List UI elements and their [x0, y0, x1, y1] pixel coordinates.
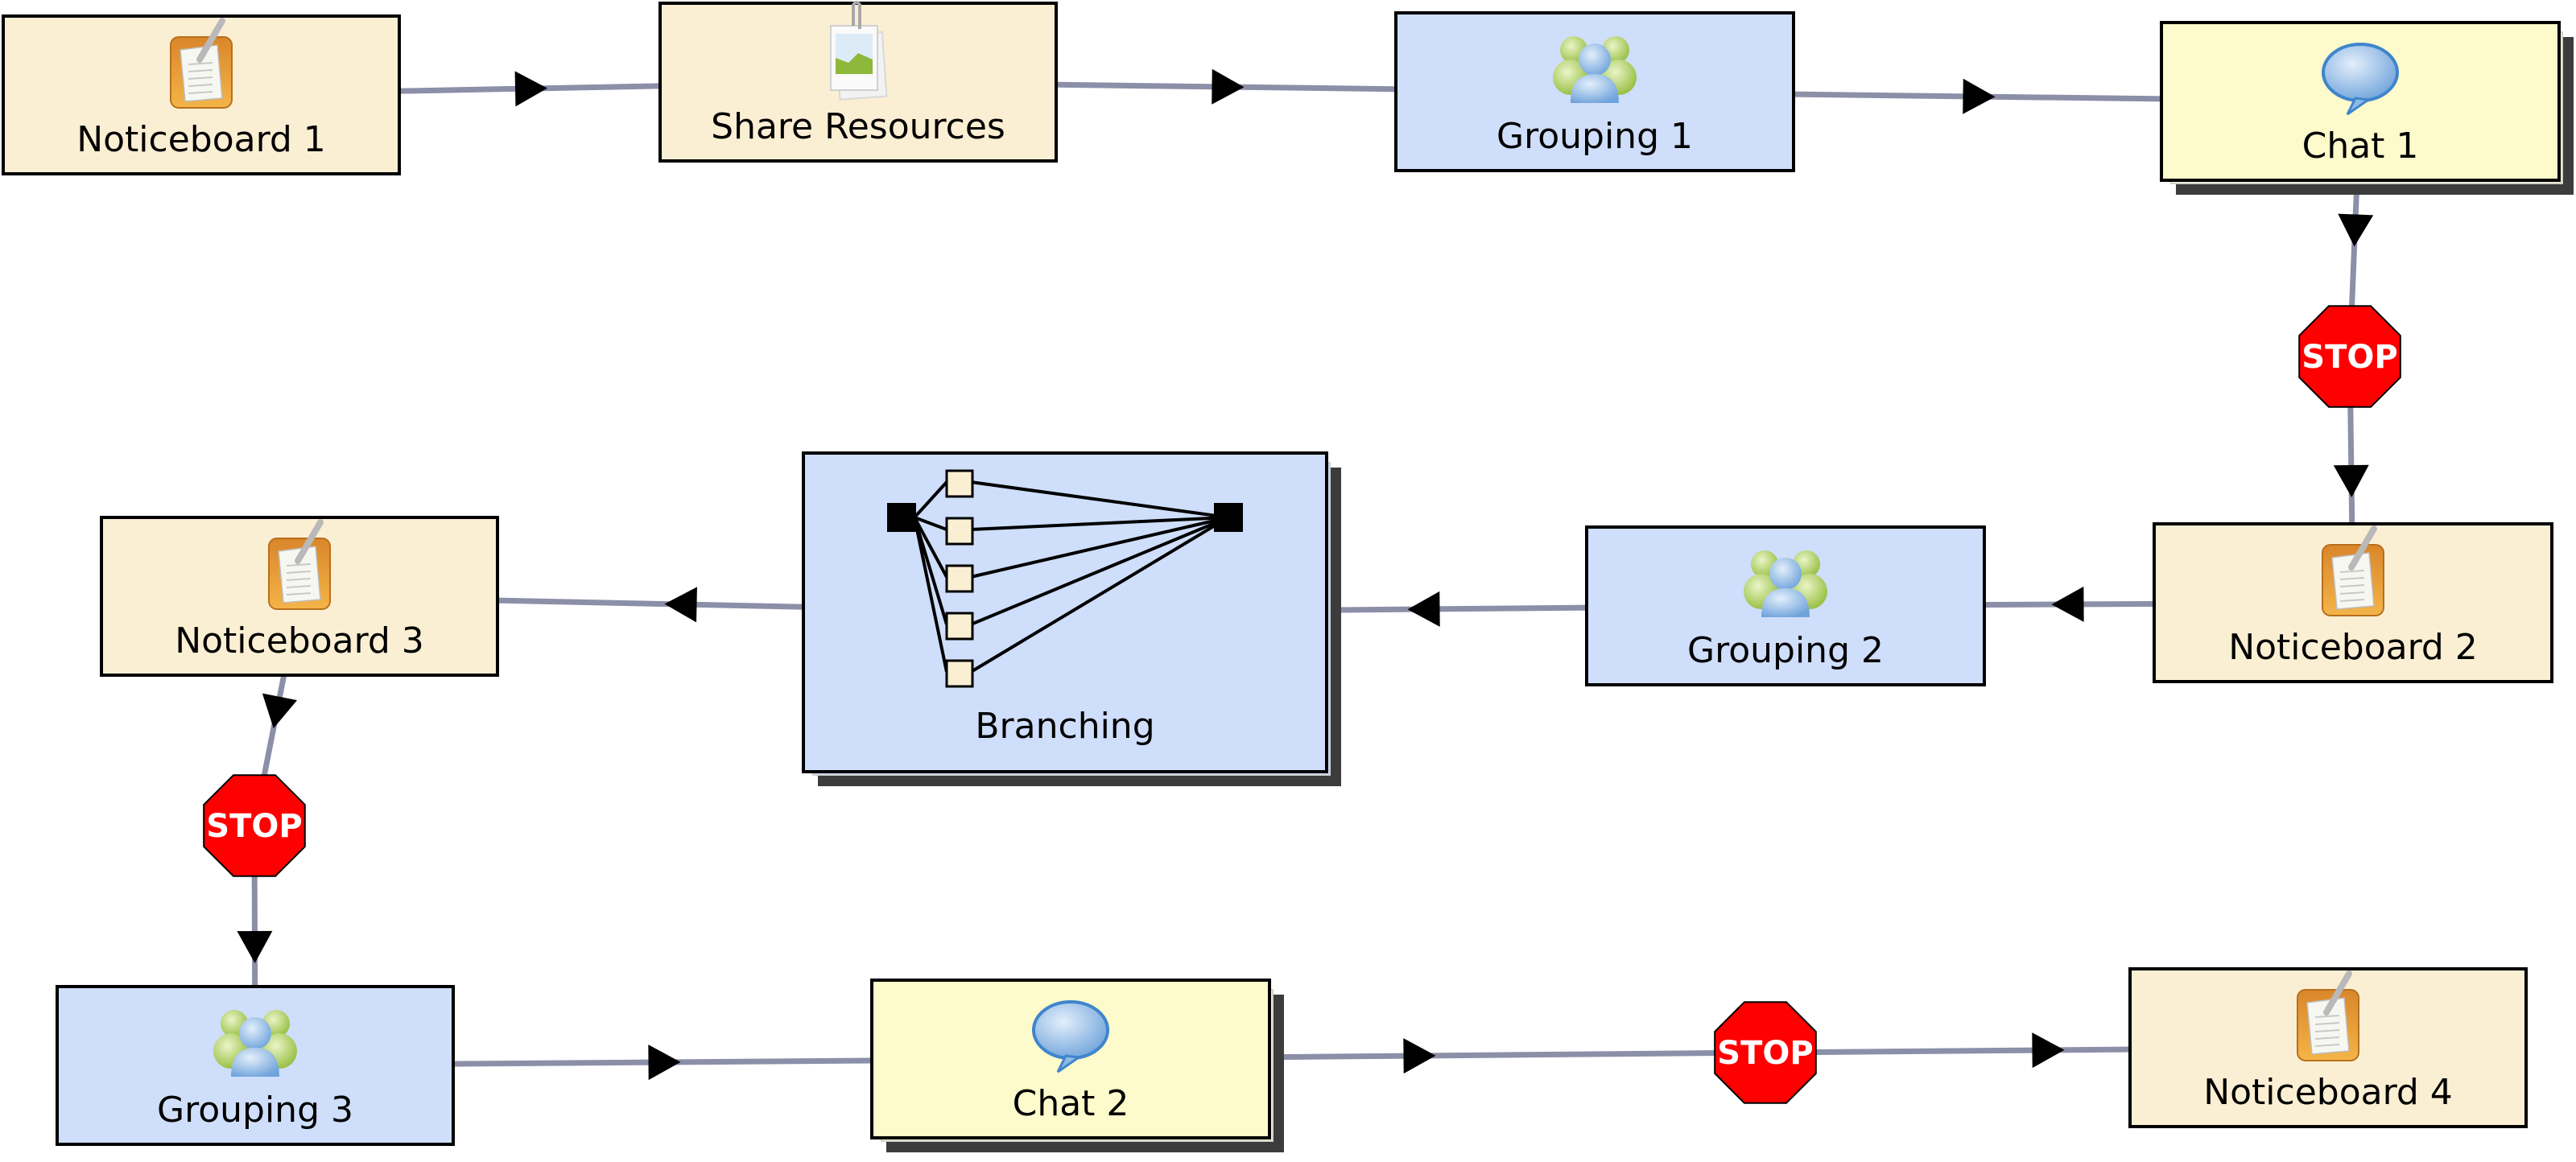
activity-label: Share Resources: [711, 106, 1005, 147]
stop-gate-stop-2[interactable]: STOP: [203, 774, 306, 877]
chat-icon: [1032, 1000, 1109, 1073]
noticeboard-icon: [268, 519, 331, 610]
arrowhead-icon: [664, 587, 697, 623]
arrowhead-icon: [237, 930, 273, 963]
noticeboard-icon: [2297, 970, 2359, 1061]
stop-label: STOP: [2301, 339, 2397, 376]
stop-sign-icon: [2298, 305, 2401, 408]
stop-label: STOP: [1717, 1035, 1813, 1072]
arrowhead-icon: [262, 693, 298, 729]
activity-grouping-1[interactable]: Grouping 1: [1394, 11, 1795, 172]
activity-noticeboard-3[interactable]: Noticeboard 3: [100, 516, 499, 677]
noticeboard-icon: [2322, 525, 2384, 616]
arrowhead-icon: [1407, 591, 1440, 627]
activity-label: Chat 1: [2302, 126, 2419, 167]
arrowhead-icon: [2338, 213, 2374, 247]
arrowhead-icon: [1963, 78, 1996, 114]
activity-noticeboard-1[interactable]: Noticeboard 1: [2, 14, 401, 175]
stop-sign-icon: [203, 774, 306, 877]
arrowhead-icon: [2051, 586, 2084, 622]
stop-label: STOP: [206, 808, 302, 845]
stop-gate-stop-3[interactable]: STOP: [1714, 1001, 1817, 1104]
arrowhead-icon: [1403, 1038, 1436, 1074]
activity-noticeboard-4[interactable]: Noticeboard 4: [2128, 967, 2528, 1128]
activity-label: Grouping 2: [1687, 630, 1884, 671]
activity-label: Noticeboard 4: [2203, 1072, 2453, 1113]
share-resources-icon: [830, 1, 888, 101]
activity-label: Grouping 3: [157, 1090, 353, 1131]
arrowhead-icon: [2032, 1032, 2065, 1069]
arrowhead-icon: [1212, 68, 1245, 105]
arrowhead-icon: [514, 71, 547, 107]
activity-label: Noticeboard 2: [2228, 627, 2478, 668]
grouping-icon: [213, 1010, 297, 1077]
activity-branching[interactable]: Branching: [802, 451, 1341, 786]
activity-grouping-2[interactable]: Grouping 2: [1585, 525, 1986, 686]
stop-gate-layer: STOP STOP STOP: [203, 305, 2401, 1104]
grouping-icon: [1553, 36, 1637, 103]
grouping-icon: [1744, 550, 1827, 617]
activity-label: Grouping 1: [1496, 116, 1693, 157]
branching-icon: [887, 469, 1243, 688]
activity-label: Chat 2: [1013, 1083, 1129, 1124]
stop-sign-icon: [1714, 1001, 1817, 1104]
activity-label: Branching: [975, 706, 1154, 747]
noticeboard-icon: [170, 18, 233, 109]
stop-gate-stop-1[interactable]: STOP: [2298, 305, 2401, 408]
activity-chat-1[interactable]: Chat 1: [2160, 21, 2574, 195]
arrowhead-icon: [2333, 464, 2369, 497]
chat-icon: [2322, 43, 2399, 116]
activity-chat-2[interactable]: Chat 2: [870, 979, 1284, 1152]
activity-share-resources[interactable]: Share Resources: [658, 1, 1058, 163]
activity-noticeboard-2[interactable]: Noticeboard 2: [2153, 522, 2553, 683]
activity-label: Noticeboard 3: [175, 620, 424, 661]
arrowhead-icon: [648, 1045, 681, 1081]
activity-grouping-3[interactable]: Grouping 3: [56, 985, 455, 1146]
activity-label: Noticeboard 1: [76, 119, 326, 160]
